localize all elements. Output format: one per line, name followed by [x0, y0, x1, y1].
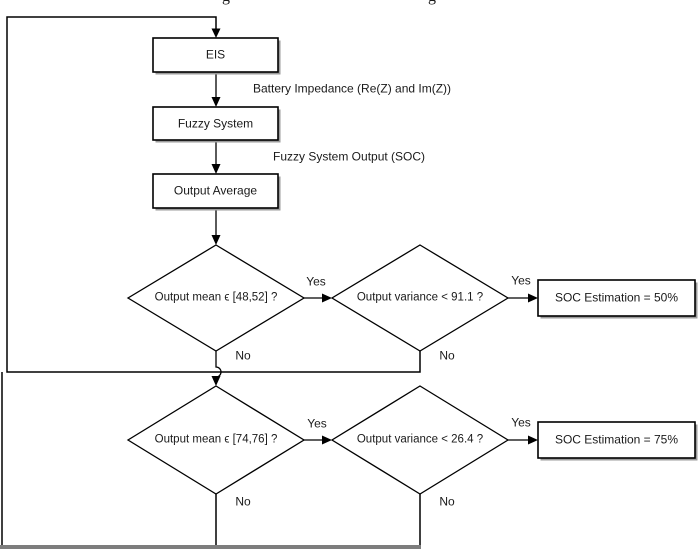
- no-label-var50: No: [439, 348, 455, 363]
- no-label-mean50: No: [235, 348, 251, 363]
- battery-impedance-edge-label: Battery Impedance (Re(Z) and Im(Z)): [253, 81, 452, 96]
- arrowhead-into-fuzzy-icon: [211, 97, 221, 107]
- yes-label-var50: Yes: [511, 273, 531, 288]
- decision-mean75-label: Output mean ϵ [74,76] ?: [154, 433, 278, 446]
- edge-no-mean50-drop: [215, 351, 222, 378]
- output-average-label: Output Average: [173, 183, 258, 198]
- soc50-label: SOC Estimation = 50%: [554, 290, 679, 305]
- edge-feedback-top-loop: [6, 16, 421, 373]
- soc50-box: [537, 279, 696, 317]
- arrowhead-into-mean50-icon: [211, 235, 221, 245]
- fuzzy-system-label: Fuzzy System: [177, 115, 254, 130]
- eis-box: [152, 37, 279, 73]
- arrowhead-into-var50-icon: [322, 293, 332, 303]
- decision-mean75-diamond: [126, 385, 306, 495]
- arrowhead-into-average-icon: [211, 164, 221, 174]
- no-label-mean75: No: [235, 494, 251, 509]
- no-label-var75: No: [439, 494, 455, 509]
- yes-label-mean75: Yes: [307, 416, 327, 431]
- arrowhead-into-mean75-icon: [211, 376, 221, 386]
- decision-var50-diamond: [330, 244, 510, 352]
- fuzzy-system-box: [152, 106, 279, 141]
- soc75-box: [537, 421, 696, 459]
- arrowhead-into-eis-icon: [211, 28, 221, 38]
- yes-label-var75: Yes: [511, 415, 531, 430]
- decision-mean50-label: Output mean ϵ [48,52] ?: [154, 291, 278, 304]
- arrowhead-into-soc75-icon: [528, 435, 538, 445]
- arrowhead-into-soc50-icon: [528, 293, 538, 303]
- decision-var50-label: Output variance < 91.1 ?: [356, 291, 484, 304]
- eis-label: EIS: [205, 47, 226, 62]
- decision-mean50-diamond: [126, 244, 306, 352]
- decision-var75-diamond: [330, 385, 510, 495]
- fuzzy-output-edge-label: Fuzzy System Output (SOC): [273, 149, 426, 164]
- output-average-box: [152, 173, 279, 209]
- arrowhead-into-var75-icon: [322, 435, 332, 445]
- yes-label-mean50: Yes: [306, 274, 326, 289]
- soc75-label: SOC Estimation = 75%: [554, 432, 679, 447]
- caption-fragment-left: g: [222, 0, 230, 5]
- decision-var75-label: Output variance < 26.4 ?: [356, 433, 484, 446]
- caption-fragment-right: g: [428, 0, 436, 5]
